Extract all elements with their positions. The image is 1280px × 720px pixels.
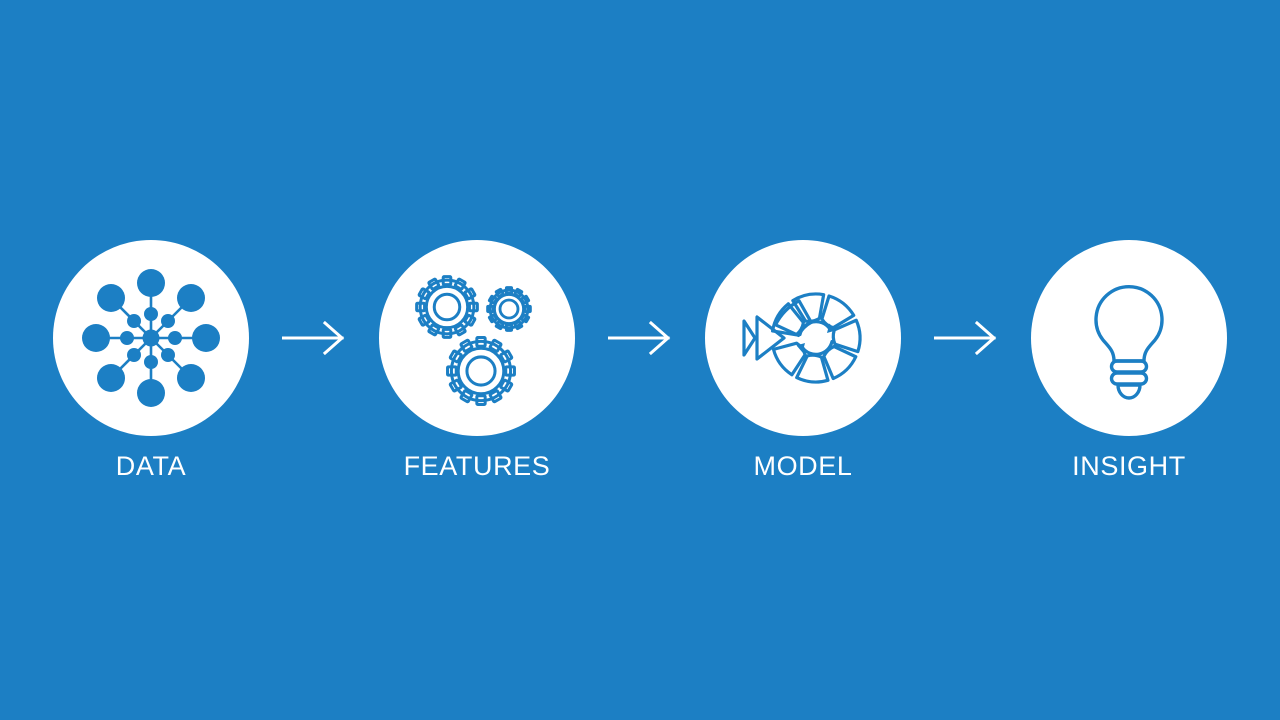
flow-connector-1: [249, 240, 379, 436]
flow-connector-3: [901, 240, 1031, 436]
pipeline-step-model[interactable]: MODEL: [705, 240, 901, 480]
arrow-right-icon: [934, 321, 997, 355]
play-arrows-icon: [742, 315, 786, 361]
step-label-features: FEATURES: [403, 451, 551, 481]
pipeline-step-data[interactable]: DATA: [53, 240, 249, 480]
step-label-model: MODEL: [753, 451, 853, 481]
network-hub-icon: [82, 269, 220, 407]
gear-medium: [446, 336, 516, 406]
model-wheel-icon: [742, 292, 862, 384]
gear-large: [415, 275, 479, 339]
step-label-insight: INSIGHT: [1072, 451, 1186, 481]
step-icon-disc-data: [53, 240, 249, 436]
gears-icon: [415, 275, 532, 406]
step-icon-disc-insight: [1031, 240, 1227, 436]
gear-small: [486, 286, 532, 332]
step-label-data: DATA: [115, 451, 187, 481]
pipeline-flow: DATA: [0, 240, 1280, 510]
pipeline-step-insight[interactable]: INSIGHT: [1031, 240, 1227, 480]
step-icon-disc-features: [379, 240, 575, 436]
lightbulb-icon: [1094, 285, 1164, 400]
arrow-right-icon: [608, 321, 671, 355]
step-icon-disc-model: [705, 240, 901, 436]
pipeline-step-features[interactable]: FEATURES: [379, 240, 575, 480]
refresh-arrows-icon: [796, 320, 836, 356]
arrow-right-icon: [282, 321, 345, 355]
flow-connector-2: [575, 240, 705, 436]
